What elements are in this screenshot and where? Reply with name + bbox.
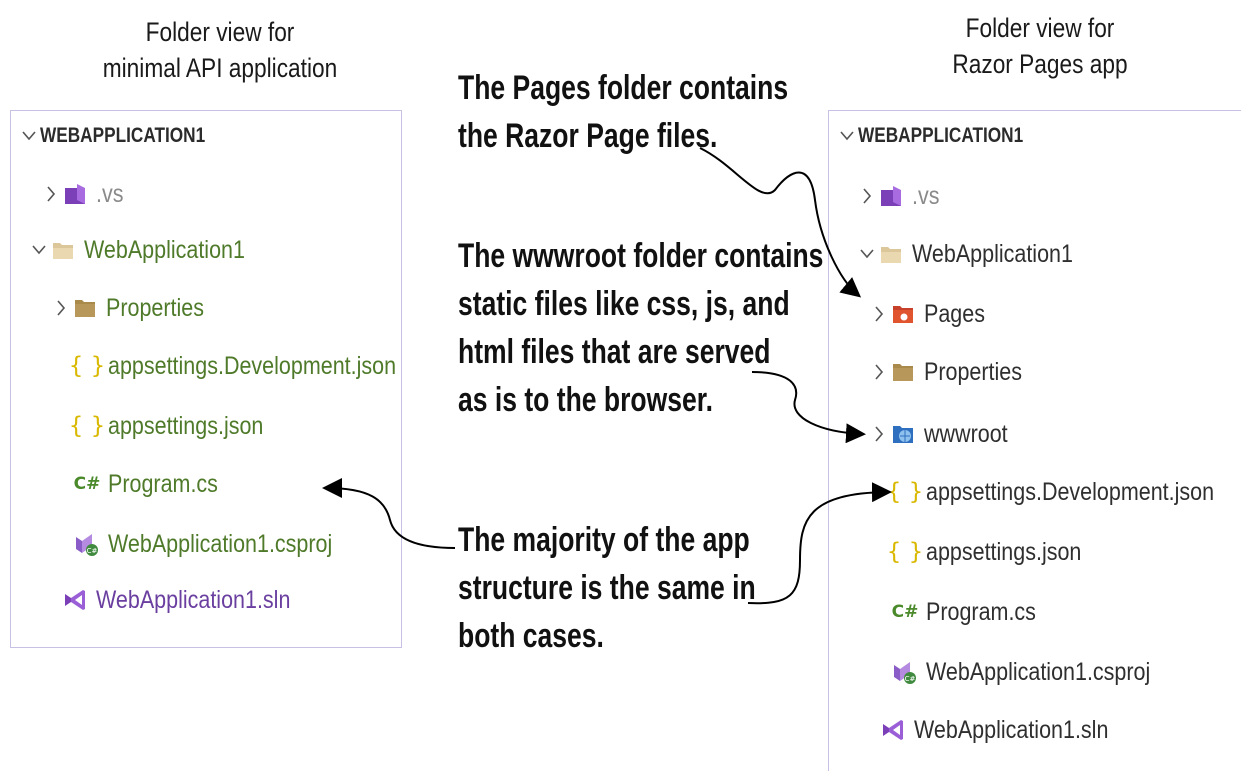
csharp-file-icon: C# bbox=[73, 474, 101, 494]
json-braces-icon: { } bbox=[886, 479, 924, 505]
chevron-down-icon bbox=[836, 131, 858, 141]
wwwroot-annotation-line3: html files that are served bbox=[458, 333, 771, 371]
globe-folder-icon bbox=[890, 421, 916, 447]
left-caption-line1: Folder view for bbox=[145, 17, 295, 47]
left-tree-appsettings[interactable]: { } appsettings.json bbox=[68, 406, 289, 446]
pages-folder-icon bbox=[890, 301, 916, 327]
right-appsettings-label: appsettings.json bbox=[926, 537, 1082, 566]
chevron-down-icon bbox=[856, 249, 878, 259]
folder-icon bbox=[72, 295, 98, 321]
left-appsettings-dev-label: appsettings.Development.json bbox=[108, 351, 397, 380]
wwwroot-annotation-line4: as is to the browser. bbox=[458, 381, 713, 419]
right-tree-vs[interactable]: .vs bbox=[856, 176, 944, 216]
left-tree-project[interactable]: WebApplication1 bbox=[28, 230, 271, 270]
left-csproj-label: WebApplication1.csproj bbox=[108, 529, 333, 558]
same-annotation-line1: The majority of the app bbox=[458, 521, 750, 559]
csproj-icon: C# bbox=[74, 531, 100, 557]
pages-annotation-line2: the Razor Page files. bbox=[458, 117, 718, 155]
left-properties-label: Properties bbox=[106, 293, 204, 322]
right-tree-properties[interactable]: Properties bbox=[868, 352, 1038, 392]
wwwroot-annotation-line2: static files like css, js, and bbox=[458, 285, 790, 323]
right-tree-csproj[interactable]: C# WebApplication1.csproj bbox=[892, 652, 1187, 692]
left-caption-line2: minimal API application bbox=[102, 53, 338, 83]
svg-text:C#: C# bbox=[87, 547, 98, 555]
left-vs-label: .vs bbox=[96, 179, 124, 208]
chevron-down-icon bbox=[28, 245, 50, 255]
visual-studio-folder-icon bbox=[878, 183, 904, 209]
chevron-right-icon bbox=[868, 364, 890, 380]
right-tree-appsettings[interactable]: { } appsettings.json bbox=[886, 532, 1107, 572]
right-appsettings-dev-label: appsettings.Development.json bbox=[926, 477, 1215, 506]
wwwroot-arrow bbox=[751, 371, 866, 444]
right-tree-program[interactable]: C# Program.cs bbox=[892, 592, 1054, 632]
appsettings-arrow bbox=[747, 482, 892, 605]
right-vs-label: .vs bbox=[912, 181, 940, 210]
json-braces-icon: { } bbox=[68, 413, 106, 439]
left-tree-root[interactable]: WEBAPPLICATION1 bbox=[18, 116, 241, 156]
right-tree-appsettings-dev[interactable]: { } appsettings.Development.json bbox=[886, 472, 1241, 512]
folder-icon bbox=[890, 359, 916, 385]
program-arrow bbox=[322, 478, 456, 549]
chevron-right-icon bbox=[40, 186, 62, 202]
left-caption: Folder view for minimal API application bbox=[69, 14, 371, 86]
right-tree-sln[interactable]: WebApplication1.sln bbox=[880, 710, 1140, 750]
left-tree-csproj[interactable]: C# WebApplication1.csproj bbox=[74, 524, 369, 564]
chevron-down-icon bbox=[18, 131, 40, 141]
solution-icon bbox=[62, 587, 88, 613]
same-annotation-line3: both cases. bbox=[458, 617, 604, 655]
csharp-file-icon: C# bbox=[891, 602, 919, 622]
right-tree-wwwroot[interactable]: wwwroot bbox=[868, 414, 1021, 454]
open-folder-icon bbox=[878, 241, 904, 267]
chevron-right-icon bbox=[50, 300, 72, 316]
left-appsettings-label: appsettings.json bbox=[108, 411, 264, 440]
right-pages-label: Pages bbox=[924, 299, 985, 328]
right-tree-pages[interactable]: Pages bbox=[868, 294, 995, 334]
left-tree-sln[interactable]: WebApplication1.sln bbox=[62, 580, 322, 620]
right-project-label: WebApplication1 bbox=[912, 239, 1073, 268]
right-caption-line2: Razor Pages app bbox=[952, 49, 1128, 79]
left-tree-program[interactable]: C# Program.cs bbox=[74, 464, 236, 504]
left-tree-appsettings-dev[interactable]: { } appsettings.Development.json bbox=[68, 346, 443, 386]
right-root-label: WEBAPPLICATION1 bbox=[858, 124, 1024, 147]
json-braces-icon: { } bbox=[68, 353, 106, 379]
csproj-icon: C# bbox=[892, 659, 918, 685]
left-root-label: WEBAPPLICATION1 bbox=[40, 124, 206, 147]
chevron-right-icon bbox=[868, 306, 890, 322]
solution-icon bbox=[880, 717, 906, 743]
visual-studio-folder-icon bbox=[62, 181, 88, 207]
left-sln-label: WebApplication1.sln bbox=[96, 585, 291, 614]
right-csproj-label: WebApplication1.csproj bbox=[926, 657, 1151, 686]
pages-annotation: The Pages folder contains the Razor Page… bbox=[458, 64, 788, 160]
right-program-label: Program.cs bbox=[926, 597, 1036, 626]
pages-annotation-line1: The Pages folder contains bbox=[458, 69, 789, 107]
left-program-label: Program.cs bbox=[108, 469, 218, 498]
same-annotation-line2: structure is the same in bbox=[458, 569, 756, 607]
pages-arrow bbox=[699, 147, 862, 298]
chevron-right-icon bbox=[868, 426, 890, 442]
left-tree-properties[interactable]: Properties bbox=[50, 288, 220, 328]
wwwroot-annotation-line1: The wwwroot folder contains bbox=[458, 237, 824, 275]
right-caption: Folder view for Razor Pages app bbox=[889, 10, 1191, 82]
right-wwwroot-label: wwwroot bbox=[924, 419, 1008, 448]
chevron-right-icon bbox=[856, 188, 878, 204]
right-sln-label: WebApplication1.sln bbox=[914, 715, 1109, 744]
right-tree-project[interactable]: WebApplication1 bbox=[856, 234, 1099, 274]
left-folder-panel bbox=[10, 110, 402, 648]
right-folder-panel bbox=[828, 110, 1241, 771]
left-tree-vs[interactable]: .vs bbox=[40, 174, 128, 214]
left-project-label: WebApplication1 bbox=[84, 235, 245, 264]
same-structure-annotation: The majority of the app structure is the… bbox=[458, 516, 756, 660]
open-folder-icon bbox=[50, 237, 76, 263]
svg-text:C#: C# bbox=[905, 675, 916, 683]
right-tree-root[interactable]: WEBAPPLICATION1 bbox=[836, 116, 1059, 156]
json-braces-icon: { } bbox=[886, 539, 924, 565]
right-properties-label: Properties bbox=[924, 357, 1022, 386]
wwwroot-annotation: The wwwroot folder contains static files… bbox=[458, 232, 823, 424]
right-caption-line1: Folder view for bbox=[965, 13, 1115, 43]
